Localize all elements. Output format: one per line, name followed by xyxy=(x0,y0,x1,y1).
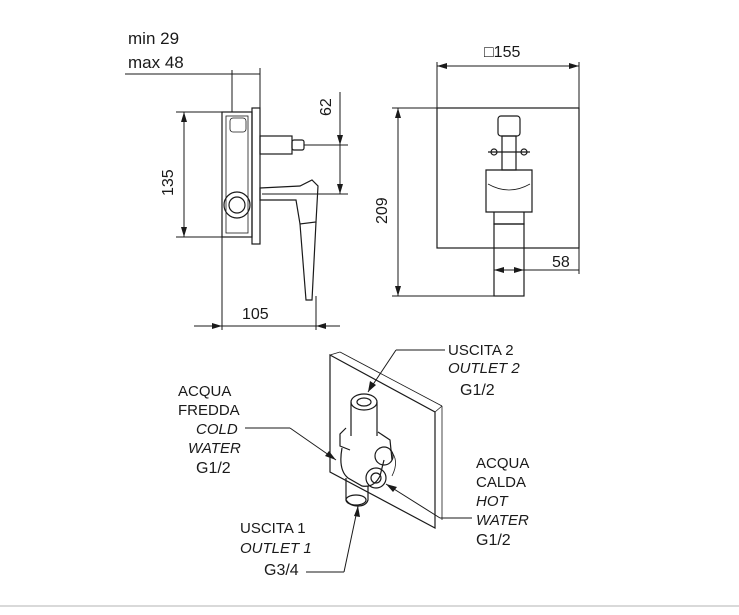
cold-label-en2: WATER xyxy=(188,440,241,457)
cold-label-it2: FREDDA xyxy=(178,402,240,419)
outlet2-thread: G1/2 xyxy=(460,382,495,399)
outlet1-label-it: USCITA 1 xyxy=(240,520,306,537)
square-dim: □155 xyxy=(484,44,521,61)
outlet2-label-en: OUTLET 2 xyxy=(448,360,520,377)
spout-dim: 62 xyxy=(318,98,335,116)
front-height-dim: 209 xyxy=(374,197,391,224)
front-view xyxy=(392,62,580,297)
cold-label-en1: COLD xyxy=(196,421,238,438)
hot-label-en1: HOT xyxy=(476,493,508,510)
cold-label-it1: ACQUA xyxy=(178,383,232,400)
cold-thread: G1/2 xyxy=(196,460,231,477)
outlet1-thread: G3/4 xyxy=(264,562,299,579)
outlet2-label-it: USCITA 2 xyxy=(448,342,514,359)
offset-dim: 58 xyxy=(552,254,570,271)
outlet1-label-en: OUTLET 1 xyxy=(240,540,312,557)
side-height-dim: 135 xyxy=(160,169,177,196)
hot-label-it1: ACQUA xyxy=(476,455,530,472)
isometric-view xyxy=(329,351,443,529)
bottom-divider xyxy=(0,605,739,607)
hot-label-en2: WATER xyxy=(476,512,529,529)
hot-thread: G1/2 xyxy=(476,532,511,549)
thickness-min-label: min 29 xyxy=(128,29,180,48)
hot-label-it2: CALDA xyxy=(476,474,527,491)
side-view xyxy=(125,68,348,330)
depth-dim: 105 xyxy=(242,306,269,323)
thickness-max-label: max 48 xyxy=(128,53,184,72)
leader-lines xyxy=(245,349,472,573)
